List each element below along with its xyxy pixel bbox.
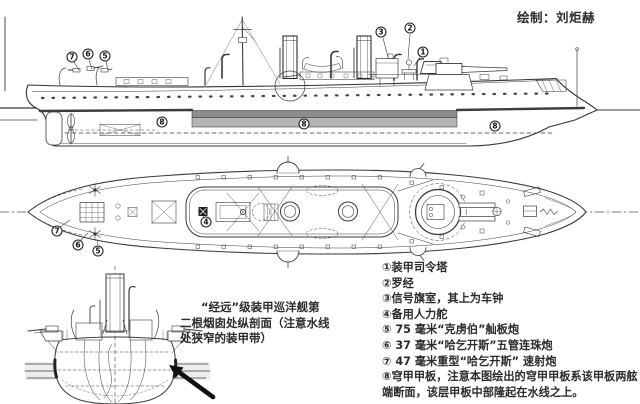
anchor — [523, 226, 541, 237]
caption-line: “经远”级装甲巡洋舰第 — [201, 300, 320, 314]
plan-callouts: 7 6 5 4 — [51, 216, 212, 257]
callout-leaders — [59, 215, 205, 246]
caption-line: 二根烟囱处纵剖面（注意水线 — [180, 315, 330, 330]
skylight — [151, 200, 177, 224]
legend-item: ①装甲司令塔 — [382, 261, 448, 274]
callout-leaders — [73, 33, 421, 71]
callout-5: 5 — [92, 245, 104, 257]
anchor-stowage — [535, 79, 567, 92]
steam-pipe — [128, 285, 136, 331]
svg-text:5: 5 — [95, 247, 100, 256]
deckhouse-left — [75, 322, 103, 341]
barbette-plan — [409, 183, 496, 241]
svg-text:8: 8 — [159, 118, 164, 127]
cross-section-view — [24, 265, 216, 404]
sponson-gun-right — [167, 325, 203, 354]
svg-text:3: 3 — [378, 28, 383, 37]
callout-8: 8 — [156, 116, 168, 128]
compass-platform — [401, 59, 417, 81]
stern-grating — [79, 202, 105, 223]
deckhouse-right — [129, 319, 153, 341]
legend-item: ⑥ 37 毫米“哈乞开斯”五管连珠炮 — [382, 338, 553, 352]
legend-item: ③信号旗室，其上为车钟 — [382, 292, 504, 306]
profile-view — [0, 16, 640, 147]
engine-skylight — [215, 202, 251, 222]
callout-1: 1 — [417, 46, 429, 58]
callout-4: 4 — [200, 216, 212, 228]
callout-7: 7 — [51, 225, 63, 237]
svg-text:7: 7 — [54, 227, 59, 236]
davits — [70, 309, 160, 340]
waterline-armor-belt — [53, 358, 58, 379]
svg-text:6: 6 — [85, 50, 90, 59]
plan-hull — [27, 169, 587, 255]
svg-text:7: 7 — [69, 53, 74, 62]
davit — [95, 65, 104, 86]
profile-callouts: 7 6 5 3 2 1 8 8 8 — [66, 22, 501, 132]
stern-deck-guns — [67, 66, 113, 73]
credit-label: 绘制：刘炬赫 — [517, 10, 596, 25]
section-caption: “经远”级装甲巡洋舰第 二根烟囱处纵剖面（注意水线 处狭窄的装甲带） — [180, 300, 330, 347]
legend-list: ①装甲司令塔 ②罗经 ③信号旗室，其上为车钟 ④备用人力舵 ⑤ 75 毫米“克虏… — [382, 260, 638, 400]
boat-outline — [305, 185, 339, 196]
vent-pipe — [89, 305, 96, 324]
propeller — [67, 112, 75, 145]
rudder — [45, 111, 63, 146]
anchor-chain — [539, 208, 558, 216]
svg-text:5: 5 — [102, 52, 107, 61]
main-gun — [424, 57, 508, 91]
side-sponsons-plan — [276, 156, 427, 268]
funnel-2-plan — [338, 201, 358, 222]
plan-view — [0, 156, 640, 268]
svg-text:8: 8 — [492, 122, 497, 131]
boat-outline — [305, 228, 339, 239]
hull-frames — [83, 339, 147, 403]
armor-belt-arrow — [169, 365, 216, 400]
legend-item: ⑤ 75 毫米“克虏伯”舢板炮 — [382, 323, 520, 337]
davit — [58, 67, 67, 86]
callout-3: 3 — [375, 26, 387, 38]
caption-line: 处狭窄的装甲带） — [180, 331, 272, 345]
callout-8: 8 — [298, 118, 310, 130]
svg-text:4: 4 — [203, 218, 208, 227]
rigging-braces — [257, 183, 399, 241]
callout-7: 7 — [66, 51, 78, 63]
porthole-row — [40, 92, 550, 100]
ships-boat — [303, 63, 342, 73]
signal-flag-room — [375, 53, 399, 86]
callout-5: 5 — [99, 50, 111, 62]
callout-8: 8 — [489, 120, 501, 132]
callout-6: 6 — [82, 48, 94, 60]
aft-deckhouse — [115, 77, 189, 86]
svg-text:2: 2 — [407, 24, 412, 33]
midship-sponson — [274, 70, 306, 102]
mast — [205, 16, 281, 86]
water-surface-left — [24, 363, 57, 379]
armor-belt-upper — [191, 110, 458, 118]
legend-item: ④备用人力舵 — [382, 307, 448, 321]
funnel-2 — [353, 35, 372, 80]
midship-deckhouse — [299, 71, 375, 80]
funnel-1 — [279, 35, 298, 80]
funnel-section — [100, 273, 130, 338]
armor-belt-lower — [191, 117, 458, 128]
callout-2: 2 — [404, 22, 416, 34]
legend-item: 端断面，该层甲板中部隆起在水线之上。 — [382, 385, 584, 399]
callout-6: 6 — [72, 239, 84, 251]
sponson-gun-left — [27, 325, 63, 354]
anchor — [523, 186, 541, 197]
svg-text:6: 6 — [75, 241, 80, 250]
legend-item: ⑦ 47 毫米重型“哈乞开斯” 速射炮 — [382, 354, 557, 368]
boat-gun-mounts — [89, 183, 101, 241]
svg-text:1: 1 — [420, 48, 425, 57]
deck-stanchions — [195, 175, 444, 249]
legend-item: ②罗经 — [382, 276, 414, 290]
svg-text:8: 8 — [301, 120, 306, 129]
funnel-1-plan — [280, 201, 300, 222]
legend-item: ⑧穹甲甲板，注意本图绘出的穹甲甲板系该甲板两舷 — [382, 370, 638, 384]
